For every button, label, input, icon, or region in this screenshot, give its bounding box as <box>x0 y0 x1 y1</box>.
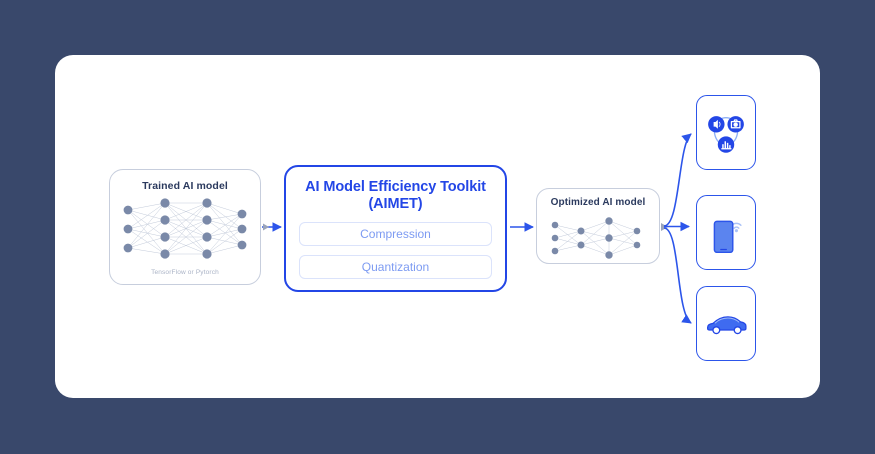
multimedia-sensors-icon <box>708 116 744 153</box>
aimet-box: AI Model Efficiency Toolkit (AIMET) Comp… <box>284 165 507 292</box>
aimet-feature-compression[interactable]: Compression <box>299 222 492 246</box>
neural-network-sparse-graphic <box>551 217 641 259</box>
trained-model-box: Trained AI model <box>109 169 261 285</box>
optimized-model-box: Optimized AI model <box>536 188 660 264</box>
aimet-feature-compression-label: Compression <box>360 227 431 241</box>
car-icon <box>707 316 747 335</box>
device-card-iot[interactable] <box>696 95 756 170</box>
aimet-title-line-2: (AIMET) <box>368 196 423 212</box>
aimet-feature-quantization[interactable]: Quantization <box>299 255 492 279</box>
arrow-optimized-to-iot <box>663 133 692 227</box>
aimet-title: AI Model Efficiency Toolkit (AIMET) <box>286 179 505 213</box>
arrow-head-optimized-out <box>661 223 668 231</box>
aimet-title-line-1: AI Model Efficiency Toolkit <box>305 179 486 195</box>
trained-model-label: Trained AI model <box>142 180 228 192</box>
device-card-smartphone[interactable] <box>696 195 756 270</box>
device-card-vehicle[interactable] <box>696 286 756 361</box>
smartphone-icon <box>713 220 742 254</box>
optimized-model-label: Optimized AI model <box>550 197 646 208</box>
aimet-feature-quantization-label: Quantization <box>361 260 430 274</box>
arrow-head-trained-out <box>263 223 269 231</box>
diagram-card: Trained AI model <box>55 55 820 398</box>
framework-label: TensorFlow or Pytorch <box>151 269 219 276</box>
neural-network-dense-graphic <box>123 198 247 259</box>
arrow-optimized-to-vehicle <box>663 227 692 324</box>
